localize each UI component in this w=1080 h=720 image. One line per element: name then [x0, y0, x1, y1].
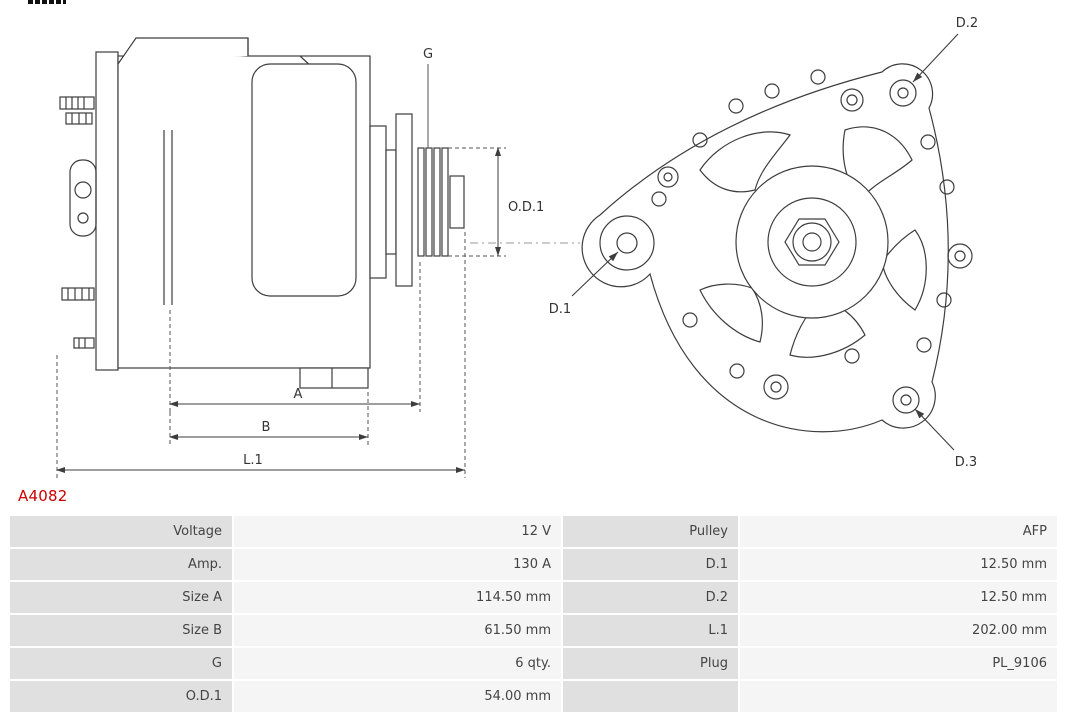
dim-label-g: G [423, 47, 433, 62]
spec-value-cell: 12 V [234, 516, 561, 547]
top-edge-artifact [28, 0, 66, 4]
vent-holes [651, 69, 955, 379]
spec-value-cell [740, 681, 1057, 712]
spec-value-cell: 54.00 mm [234, 681, 561, 712]
side-view-dimensions [56, 64, 580, 478]
pulley-hub [735, 165, 889, 319]
spec-label-cell: Plug [563, 648, 738, 679]
dim-label-d1: D.1 [549, 302, 571, 317]
spec-table: Voltage 12 V Pulley AFP Amp. 130 A D.1 1… [10, 516, 1057, 712]
spec-value-cell: AFP [740, 516, 1057, 547]
spec-value-cell: 12.50 mm [740, 549, 1057, 580]
spec-label-cell: O.D.1 [10, 681, 232, 712]
dim-label-od1: O.D.1 [508, 200, 544, 215]
dim-label-d2: D.2 [956, 16, 978, 31]
spec-label-cell: D.2 [563, 582, 738, 613]
alternator-side-view [59, 37, 465, 389]
stud-lower [61, 287, 95, 349]
terminal-boss [69, 159, 97, 237]
dim-label-a: A [294, 387, 303, 402]
alternator-drawing-svg: G O.D.1 A B L.1 [56, 16, 978, 478]
spec-value-cell: 12.50 mm [740, 582, 1057, 613]
technical-drawing: G O.D.1 A B L.1 [56, 16, 978, 478]
spec-label-cell [563, 681, 738, 712]
mounting-ear-d3 [892, 386, 920, 414]
spec-label-cell: G [10, 648, 232, 679]
through-bolts [657, 88, 973, 400]
spec-label-cell: Voltage [10, 516, 232, 547]
spec-label-cell: D.1 [563, 549, 738, 580]
front-view-leaders [571, 33, 959, 451]
part-number: A4082 [18, 487, 68, 505]
dim-label-b: B [262, 420, 271, 435]
spec-label-cell: Size A [10, 582, 232, 613]
mounting-ear-d2 [889, 79, 917, 107]
spec-label-cell: L.1 [563, 615, 738, 646]
spec-value-cell: 6 qty. [234, 648, 561, 679]
alternator-front-view [581, 63, 973, 433]
spec-value-cell: PL_9106 [740, 648, 1057, 679]
spec-label-cell: Size B [10, 615, 232, 646]
spec-value-cell: 202.00 mm [740, 615, 1057, 646]
dim-label-l1: L.1 [243, 453, 263, 468]
dim-label-d3: D.3 [955, 455, 977, 470]
spec-value-cell: 61.50 mm [234, 615, 561, 646]
spec-label-cell: Pulley [563, 516, 738, 547]
stud-top [59, 96, 95, 125]
spec-label-cell: Amp. [10, 549, 232, 580]
spec-value-cell: 130 A [234, 549, 561, 580]
spec-value-cell: 114.50 mm [234, 582, 561, 613]
